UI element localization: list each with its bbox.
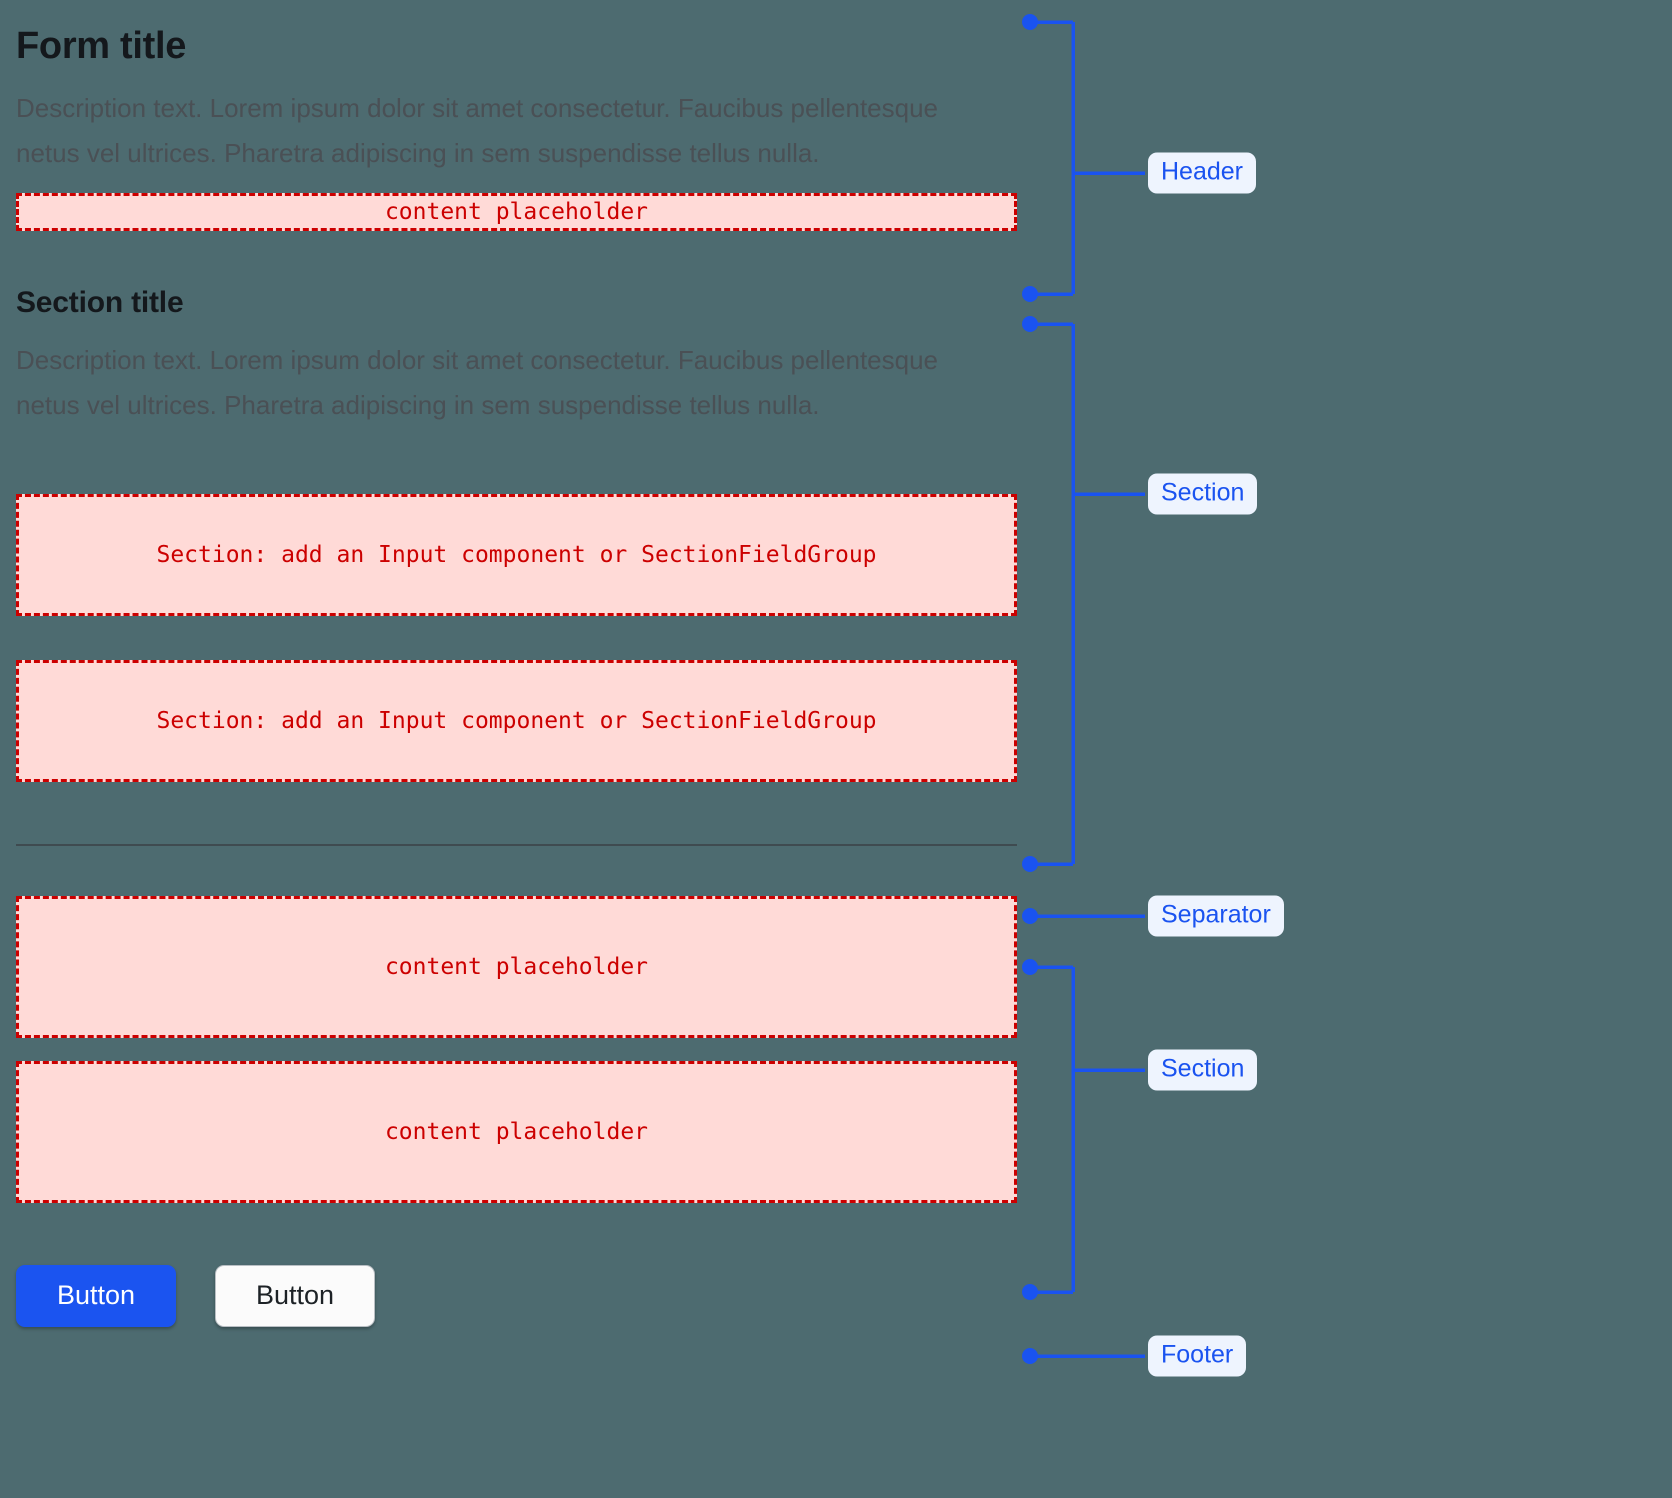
separator	[16, 843, 1017, 846]
annotation-anchor-dot	[1022, 959, 1038, 975]
annotation-anchor-dot	[1022, 1284, 1038, 1300]
section-two-placeholder-2: content placeholder	[16, 1060, 1017, 1203]
section-two: content placeholder content placeholder	[16, 895, 1017, 1203]
primary-button[interactable]: Button	[16, 1264, 176, 1327]
annotation-anchor-dot	[1022, 286, 1038, 302]
annotation-label-footer[interactable]: Footer	[1148, 1335, 1247, 1377]
section-one-description: Description text. Lorem ipsum dolor sit …	[16, 345, 939, 420]
annotation-label-header[interactable]: Header	[1148, 152, 1256, 194]
header-description: Description text. Lorem ipsum dolor sit …	[16, 92, 939, 168]
header-content-placeholder-label: content placeholder	[384, 199, 649, 226]
section-one-placeholder-1-label: Section: add an Input component or Secti…	[156, 541, 877, 568]
section-one-title: Section title	[16, 286, 184, 320]
section-two-placeholder-1-label: content placeholder	[384, 953, 649, 980]
section-one-placeholder-2: Section: add an Input component or Secti…	[16, 659, 1017, 782]
section-one: Section title Description text. Lorem ip…	[16, 286, 1017, 782]
page-title: Form title	[16, 25, 187, 67]
annotation-label-section[interactable]: Section	[1148, 1049, 1258, 1091]
annotation-anchor-dot	[1022, 856, 1038, 872]
annotation-label-separator[interactable]: Separator	[1148, 895, 1284, 937]
form-footer: Button Button	[16, 1264, 1017, 1327]
annotation-label-section[interactable]: Section	[1148, 473, 1258, 515]
form-column: Form title Description text. Lorem ipsum…	[16, 0, 1017, 1327]
annotation-anchor-dot	[1022, 316, 1038, 332]
annotation-anchor-dot	[1022, 1348, 1038, 1364]
annotation-anchor-dot	[1022, 14, 1038, 30]
section-one-placeholder-2-label: Section: add an Input component or Secti…	[156, 707, 877, 734]
form-header: Form title Description text. Lorem ipsum…	[16, 0, 1017, 232]
section-one-placeholder-1: Section: add an Input component or Secti…	[16, 493, 1017, 616]
section-two-placeholder-2-label: content placeholder	[384, 1118, 649, 1145]
section-two-placeholder-1: content placeholder	[16, 895, 1017, 1038]
secondary-button[interactable]: Button	[215, 1264, 375, 1327]
annotation-anchor-dot	[1022, 908, 1038, 924]
header-content-placeholder: content placeholder	[16, 193, 1017, 232]
